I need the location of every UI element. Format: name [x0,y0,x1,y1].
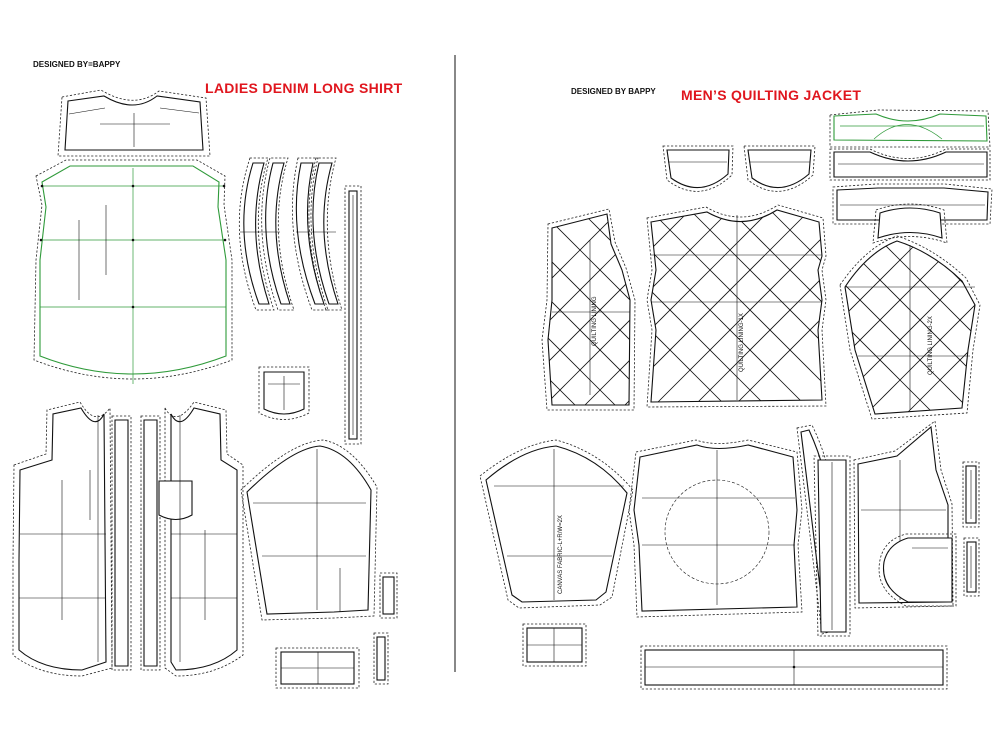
quilted-front-panel [541,208,636,411]
collar-stand-pieces [238,157,343,311]
small-strip-pieces [962,461,980,597]
placket-strip-piece [344,185,362,445]
yoke-piece [57,89,211,157]
right-front-piece [140,401,244,677]
outer-front-piece [853,420,957,609]
quilted-sleeve-panel [839,235,981,420]
outer-back-piece [628,439,803,618]
cuff-pieces [275,572,398,689]
shirt-sleeve-piece [240,439,378,621]
hem-band-piece [640,645,948,690]
collar-pieces [829,109,993,244]
outer-sleeve-piece [479,439,634,609]
left-sheet-title: LADIES DENIM LONG SHIRT [205,80,403,96]
back-body-piece [33,159,233,384]
pocket-flap-piece [522,623,587,667]
chest-pocket-piece [258,366,310,420]
quilted-back-panel [646,204,827,408]
sleeve-panel-label: QUILTING LINING-2X [928,316,934,375]
front-facing-pieces [796,424,851,637]
outer-sleeve-label: CANVAS FABRIC-L+R/W=2X [558,515,564,594]
left-front-piece [12,401,132,677]
back-panel-label: QUILTING LINING-1X [739,313,745,372]
right-designer-credit: DESIGNED BY BAPPY [571,87,656,96]
left-designer-credit: DESIGNED BY=BAPPY [33,60,121,69]
front-panel-label: QUILTING LINING [592,296,598,346]
right-sheet-title: MEN’S QUILTING JACKET [681,87,862,103]
hood-pieces [662,145,816,192]
